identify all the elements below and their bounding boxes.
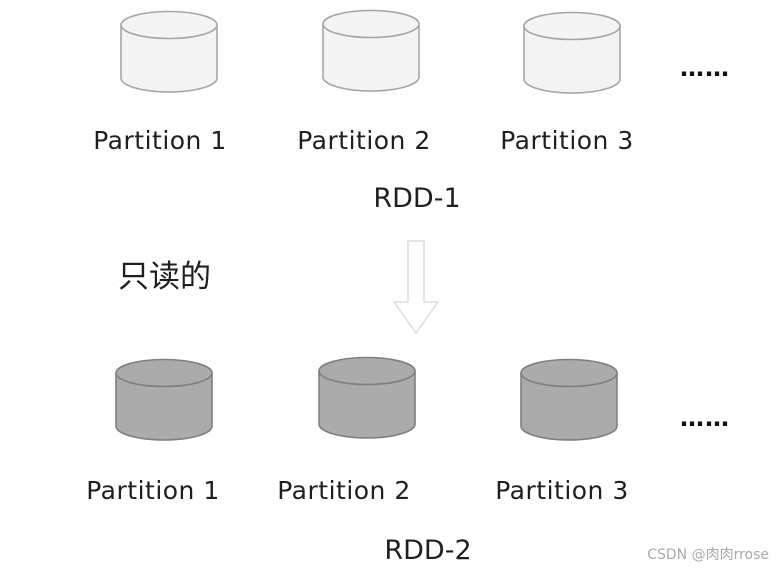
rdd2-title: RDD-2: [384, 535, 472, 566]
partition-label: Partition 3: [500, 126, 634, 155]
partition-cylinder-icon: [520, 358, 618, 441]
read-only-label: 只读的: [118, 259, 211, 295]
partition-label: Partition 2: [277, 476, 411, 505]
partition-cylinder-icon: [120, 10, 218, 93]
partition-cylinder-icon: [115, 358, 213, 441]
ellipsis-more-partitions: ……: [680, 404, 730, 432]
partition-label: Partition 3: [495, 476, 629, 505]
csdn-watermark: CSDN @肉肉rrose: [647, 547, 769, 563]
partition-label: Partition 1: [86, 476, 220, 505]
down-arrow-icon: [393, 240, 439, 335]
ellipsis-more-partitions: ……: [680, 54, 730, 82]
partition-cylinder-icon: [523, 11, 621, 94]
partition-label: Partition 2: [297, 126, 431, 155]
partition-label: Partition 1: [93, 126, 227, 155]
partition-cylinder-icon: [318, 356, 416, 439]
partition-cylinder-icon: [322, 9, 420, 92]
rdd1-title: RDD-1: [373, 183, 461, 214]
